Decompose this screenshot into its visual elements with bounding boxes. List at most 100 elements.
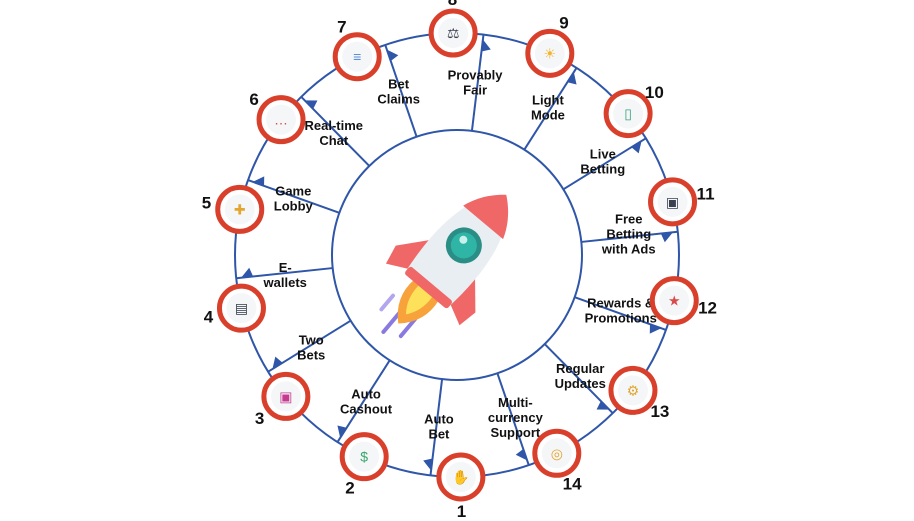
spoke-line [562, 137, 647, 191]
feature-label-line: Game [275, 184, 311, 199]
cash-icon: $ [360, 449, 368, 465]
arrowhead [567, 72, 577, 85]
spoke-line [470, 34, 485, 132]
feature-number: 5 [202, 193, 211, 212]
arrowhead [304, 100, 318, 109]
feature-label-line: Claims [377, 92, 420, 107]
feature-label-line: Light [532, 92, 564, 107]
feature-label-line: Two [299, 333, 324, 348]
scales-icon: ⚖ [447, 25, 460, 41]
arrowhead [660, 232, 673, 243]
feature-label-line: Updates [555, 376, 606, 391]
feature-label-line: Lobby [274, 199, 314, 214]
spoke-line [247, 179, 340, 214]
feature-number: 7 [337, 17, 346, 36]
feature-number: 10 [645, 83, 664, 102]
feature-label: Rewards &Promotions [585, 295, 657, 325]
feature-label-line: currency [488, 410, 544, 425]
feature-badge: ▣ [261, 371, 311, 421]
feature-number: 14 [563, 475, 582, 494]
arrowhead [386, 49, 399, 62]
feature-badge: ▤ [216, 283, 266, 333]
feature-label-line: Betting [606, 226, 651, 241]
rocket-base [405, 266, 452, 309]
feature-number: 13 [650, 402, 669, 421]
feature-badge: ✚ [215, 184, 265, 234]
feature-label-line: Auto [351, 387, 381, 402]
feature-badge: ⚙ [608, 365, 658, 415]
feature-label-line: Free [615, 211, 642, 226]
badge-bg [617, 375, 648, 406]
badge-bg [342, 41, 373, 72]
badge-bg [438, 18, 469, 49]
rocket-icon [379, 194, 509, 339]
rocket-trail-line [398, 317, 417, 339]
feature-badge: … [256, 95, 306, 145]
feature-badge: ≡ [332, 32, 382, 82]
arrowhead [596, 401, 610, 410]
rocket-trail-line [379, 293, 396, 312]
arrowhead [241, 267, 254, 278]
feature-label-line: Cashout [340, 402, 393, 417]
spoke-line [429, 378, 444, 476]
feature-badges: ✋$▣▤✚…≡⚖☀▯▣★⚙◎ [215, 8, 699, 502]
feature-label-line: Bet [388, 77, 410, 92]
sun-icon: ☀ [544, 45, 557, 61]
feature-number: 12 [698, 299, 717, 318]
badge-bg [349, 441, 380, 472]
feature-label-line: Bet [428, 427, 450, 442]
ad-monitor-icon: ▣ [666, 194, 679, 210]
feature-label-line: Live [590, 146, 616, 161]
receipt-icon: ≡ [353, 49, 361, 65]
badge-bg [613, 98, 644, 129]
live-phone-icon: ▯ [624, 106, 632, 122]
feature-badge: ☀ [525, 28, 575, 78]
spoke-line [336, 359, 391, 443]
feature-badge: ★ [649, 276, 699, 326]
update-gear-icon: ⚙ [627, 382, 640, 398]
chat-icon: … [274, 112, 288, 128]
badge-bg [270, 381, 301, 412]
feature-label-line: Bets [297, 348, 325, 363]
feature-label-line: Betting [580, 161, 625, 176]
spoke-line [300, 96, 370, 167]
feature-label-line: Rewards & [587, 295, 654, 310]
spoke-line [384, 44, 418, 138]
medal-icon: ★ [668, 293, 681, 309]
feature-badge: ✋ [436, 452, 486, 502]
feature-label: E-wallets [263, 260, 307, 290]
badge-bg [226, 293, 257, 324]
spoke-line [581, 230, 678, 243]
rocket-window-shine [459, 235, 468, 244]
feature-number: 4 [204, 307, 214, 326]
feature-number: 3 [255, 409, 264, 428]
feature-badge: ▯ [603, 89, 653, 139]
hand-coin-icon: ✋ [452, 469, 469, 485]
feature-badge: ▣ [648, 177, 698, 227]
wheel-spokes [236, 34, 678, 476]
rocket-window [450, 232, 477, 259]
arrowhead [481, 39, 491, 52]
gamepad-icon: ✚ [234, 201, 246, 217]
arrowhead [649, 324, 662, 334]
badge-bg [445, 461, 476, 492]
feature-label-line: Promotions [585, 310, 657, 325]
arrowhead [631, 140, 642, 154]
rocket-flame-core [406, 285, 433, 315]
rocket-nose [463, 194, 509, 240]
badge-bg [534, 38, 565, 69]
